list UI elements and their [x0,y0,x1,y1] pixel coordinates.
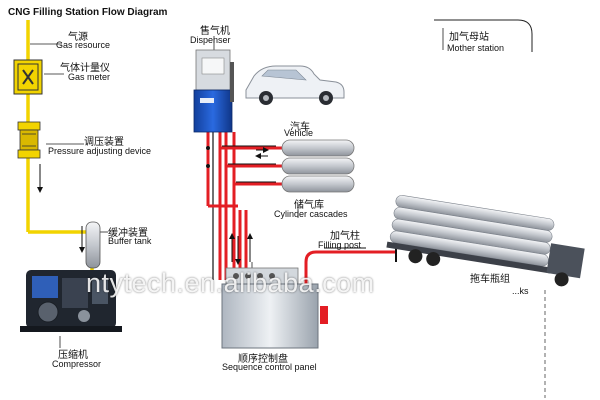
buffer-tank-icon [85,221,101,269]
compressor-label-en: Compressor [52,359,102,369]
gas-meter-label-en: Gas meter [68,72,111,82]
gas-source-label-en: Gas resource [56,40,111,50]
vehicle-icon [245,65,345,105]
gas-source-label-zh: 气源 [68,32,88,43]
mother-station-boundary [434,19,533,52]
dispenser-icon [193,49,234,133]
mother-station-label-zh: 加气母站 [449,32,489,43]
pressure-device-icon [17,121,41,159]
dispenser-label-en: Dispenser [190,35,231,45]
high-pressure-pipes [206,132,282,280]
control-panel-icon [221,267,328,349]
vehicle-label-en: Vehicle [284,128,314,138]
filling-post-label-zh: 加气柱 [330,231,360,242]
buffer-tank-label-en: Buffer tank [108,236,152,246]
control-panel-label-zh: 顺序控制盘 [238,354,288,365]
mother-station-label-en: Mother station [447,43,505,53]
filling-post-label-en: Filling post [318,240,362,250]
tube-trailer-icon [386,195,585,287]
tube-trailer-label-zh: 拖车瓶组 [470,274,510,285]
pressure-device-label-en: Pressure adjusting device [48,146,152,156]
vehicle-label-zh: 汽车 [290,122,310,133]
compressor-label-zh: 压缩机 [58,350,88,361]
control-panel-label-en: Sequence control panel [222,362,317,372]
gas-meter-label-zh: 气体计量仪 [60,63,110,74]
watermark: ntytech.en.alibaba.com [86,268,375,298]
cylinder-cascades-label-zh: 储气库 [294,200,324,211]
buffer-tank-label-zh: 缓冲装置 [108,228,148,239]
cylinder-cascades-label-en: Cylinder cascades [274,209,348,219]
dispenser-label-zh: 售气机 [200,26,230,37]
compressor-icon [20,270,122,332]
cylinder-cascade-icon [281,139,355,193]
meter-icon [13,59,43,95]
pressure-device-label-zh: 调压装置 [84,137,124,148]
tube-trailer-label-en: ...ks [512,286,529,296]
diagram-title: CNG Filling Station Flow Diagram [8,7,168,18]
